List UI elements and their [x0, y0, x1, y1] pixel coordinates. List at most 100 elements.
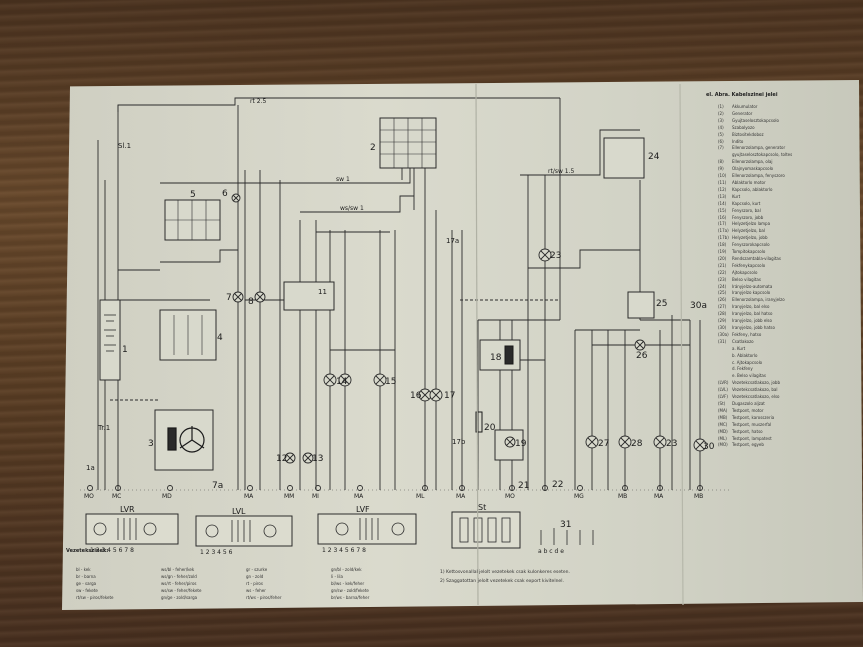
- connector-31-pins: [540, 528, 594, 545]
- legend-item-text: Iranyjelzo kapcsolo: [732, 290, 771, 296]
- legend-item-text: Vezetekcsatlakozo, bal: [732, 387, 778, 393]
- legend-item-number: (17a): [718, 228, 729, 234]
- ground-labels: MO MC MD MA MM MI MA ML MA MO MG MB MA M…: [84, 493, 703, 500]
- legend-item: (23)Belso vilagitas: [718, 277, 858, 284]
- abbreviation-item: br - barna: [76, 574, 96, 579]
- legend-item-text: Fekfenykapcsolo: [732, 262, 766, 268]
- distributor-symbol: [167, 426, 205, 453]
- legend-item-text: e. Belso vilagitas: [732, 373, 766, 379]
- lamp-7: [232, 291, 244, 303]
- legend-item-number: (3): [718, 117, 724, 123]
- label-comp-2: 2: [370, 143, 376, 153]
- legend-item-number: (15): [718, 207, 727, 213]
- legend-item: (18)Fenyszorokapcsolo: [718, 242, 858, 249]
- legend-item-text: Generator: [732, 110, 753, 116]
- label-comp-18: 18: [490, 353, 502, 363]
- ground-symbols: [87, 485, 703, 491]
- label-comp-25: 25: [656, 299, 667, 309]
- lamp-28: [618, 435, 632, 449]
- label-comp-12: 12: [276, 454, 287, 464]
- ground-label-mm: MM: [284, 493, 294, 500]
- legend-item: (31)Csatlakozo: [718, 339, 858, 346]
- legend-item: (27)Iranyjelzo, bal elso: [718, 304, 858, 311]
- label-comp-30: 30: [703, 442, 715, 452]
- component-labels: 5 2 4 3 1 6 7 8 11 12 13 14 15 16 17 17a…: [86, 142, 715, 530]
- legend-item-text: Gyujtaselosztokapcsolo: [732, 117, 779, 123]
- legend-item: (3) Gyujtaselosztokapcsolo: [718, 118, 858, 125]
- abbreviation-item: gn - zold: [246, 574, 264, 579]
- legend-item: (10)Ellenorzolampa, fenyszoro: [718, 173, 858, 180]
- pins-31: a b c d e: [538, 548, 564, 555]
- legend-item-number: (MO): [718, 442, 728, 448]
- legend-item: (LVL)Vezetekcsatlakozo, bal: [718, 387, 858, 394]
- legend-item: (MD)Testpont, hatso: [718, 429, 858, 436]
- legend-item-number: [718, 366, 732, 373]
- legend-item-number: [718, 360, 732, 367]
- legend-item-number: (11): [718, 179, 727, 185]
- legend-item-number: (8): [718, 159, 724, 165]
- label-comp-4: 4: [217, 333, 223, 343]
- label-fuse-1: Tr.1: [97, 424, 110, 432]
- legend-item-text: Indito: [732, 138, 744, 144]
- legend-item-number: (LVF): [718, 394, 728, 400]
- lamp-23a: [538, 248, 552, 262]
- legend-item-number: (25): [718, 290, 727, 296]
- legend-item: (30a)Fekfeny, hatso: [718, 332, 858, 339]
- legend-item-text: Ablaktorlo motor: [732, 179, 766, 185]
- legend-item: (LVF)Vezetekcsatlakozo, elso: [718, 394, 858, 401]
- legend-item-number: (MC): [718, 421, 728, 427]
- label-conn-st: St: [478, 503, 486, 512]
- ground-label-mi: MI: [312, 493, 319, 500]
- legend-item: (6)Indito: [718, 139, 858, 146]
- legend-item: b. Ablaktorlo: [718, 353, 858, 360]
- legend-item: (11) Ablaktorlo motor: [718, 180, 858, 187]
- abbreviation-item: ge - sarga: [76, 581, 97, 586]
- fuse-grid: [380, 118, 436, 168]
- legend-item: (17b)Helyzetjelzo, jobb: [718, 235, 858, 242]
- legend-item: (MO)Testpont, egyeb: [718, 442, 858, 449]
- legend-item-text: c. Ajtokapcsolo: [732, 359, 763, 365]
- label-comp-17: 17: [444, 391, 455, 401]
- abbreviation-item: gn/sw - zold/fekete: [331, 588, 369, 593]
- abbreviation-title: Vezetekszinek:: [66, 548, 109, 554]
- legend-item: (28)Iranyjelzo, bal hatso: [718, 311, 858, 318]
- label-comp-21: 21: [518, 481, 529, 491]
- legend-item-number: (19): [718, 249, 727, 255]
- footnote-2: 2) Szaggatottan jelolt vezetekek csak ex…: [440, 579, 564, 584]
- legend-item: (8)Ellenorzolampa, olaj: [718, 159, 858, 166]
- legend-item-number: (MD): [718, 428, 728, 434]
- battery-cells: [104, 314, 116, 352]
- legend-item-number: (14): [718, 200, 727, 206]
- legend-item-text: Rendszamtabla-vilagitas: [732, 255, 781, 261]
- label-comp-6: 6: [222, 189, 228, 199]
- ground-label-md: MD: [162, 493, 172, 500]
- legend-item: (25) Iranyjelzo kapcsolo: [718, 290, 858, 297]
- relay-11: [283, 281, 335, 311]
- legend-item: gyujtaselosztokapcsolo, toltes: [718, 152, 858, 159]
- legend-item-text: Fenyszorokapcsolo: [732, 242, 770, 248]
- legend-item: (12)Kapcsolo, ablaktorlo: [718, 187, 858, 194]
- lamp-27: [585, 435, 599, 449]
- legend-item-number: (20): [718, 255, 727, 261]
- abbreviation-item: rt - piros: [246, 581, 263, 586]
- legend-item-number: (4): [718, 124, 724, 130]
- ground-label-ml: ML: [416, 493, 425, 500]
- legend-item-text: Fekfeny, hatso: [732, 331, 762, 337]
- legend-item: (24)Irányjelzo-automata: [718, 284, 858, 291]
- legend-item-text: Ellenorzolampa, fenyszoro: [732, 173, 785, 179]
- fold-line-right: [679, 83, 684, 606]
- wire-lines: [80, 97, 730, 491]
- legend-item-number: (1): [718, 104, 724, 109]
- abbreviation-item: gn/ge - zold/sarga: [161, 595, 198, 600]
- legend-item-text: Biztositekdoboz: [732, 131, 764, 137]
- distributor-3: [154, 409, 214, 471]
- legend-item: (St)Dugaszolo aljzat: [718, 401, 858, 408]
- legend-item-number: (30a): [718, 331, 729, 337]
- legend-item-text: Dugaszolo aljzat: [732, 400, 765, 406]
- legend-item-number: (MA): [718, 407, 728, 413]
- footnotes: 1) Kettosvonallal jelolt vezetekek csak …: [440, 568, 570, 586]
- label-comp-11: 11: [318, 288, 327, 296]
- wire-labels: rt 2.5 sw 1 ws/sw 1 rt/sw 1.5: [250, 98, 575, 212]
- legend-item-number: (16): [718, 214, 727, 220]
